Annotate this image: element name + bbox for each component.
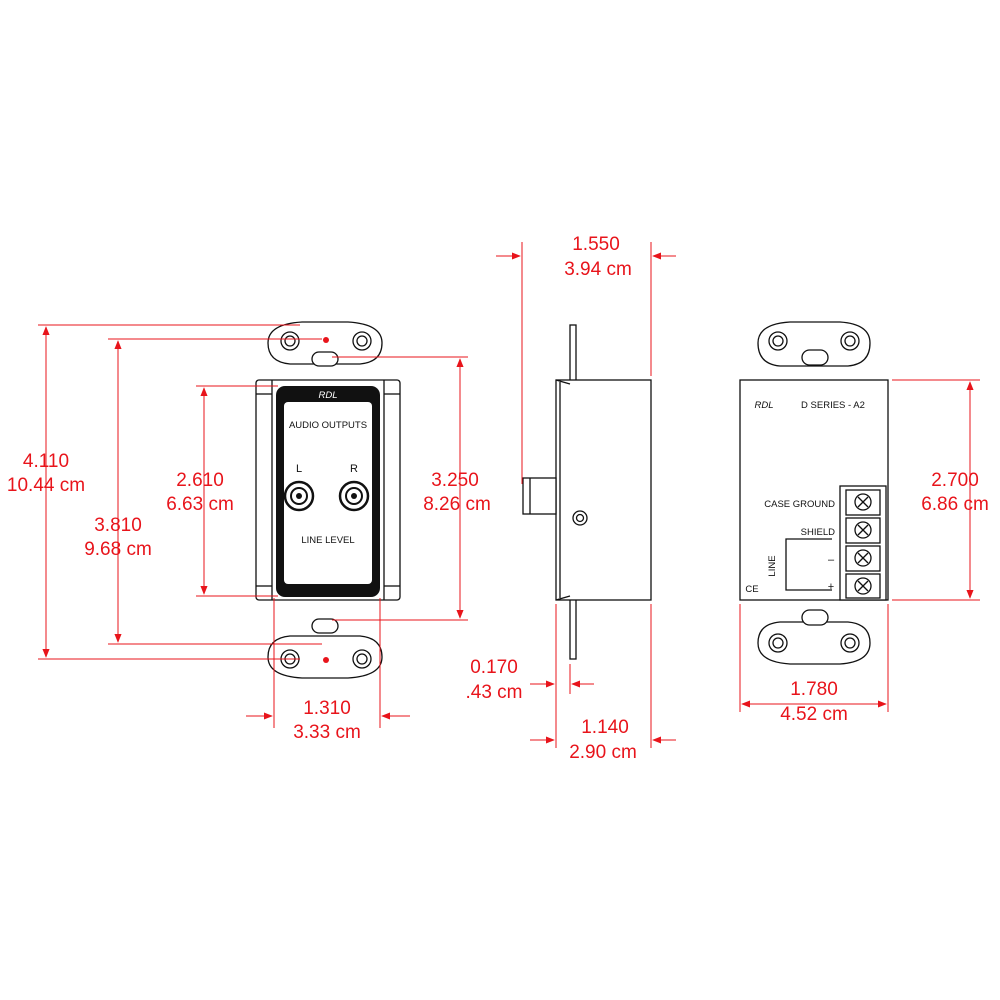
dim-bezel-height-cm: 6.63 cm [166,494,234,515]
dim-plate-thickness-in: 0.170 [470,657,518,678]
front-left-label: L [296,463,302,475]
dim-bezel-height-in: 2.610 [176,470,224,491]
dim-hole-spacing-cm: 9.68 cm [84,539,152,560]
rear-model: D SERIES - A2 [801,400,865,411]
dim-side-depth-in: 1.550 [572,234,620,255]
front-brand: RDL [318,390,337,401]
dim-rear-width-in: 1.780 [790,679,838,700]
dim-body-depth-cm: 2.90 cm [569,742,637,763]
rear-plus: + [828,581,834,593]
dim-bezel-width-cm: 3.33 cm [293,722,361,743]
rear-case-ground: CASE GROUND [764,499,835,510]
side-view [522,324,652,660]
front-view [255,321,401,679]
rear-minus: – [828,554,835,566]
rear-view [739,321,889,665]
rear-brand: RDL [754,400,773,411]
dim-overall-height-cm: 10.44 cm [7,475,85,496]
dim-hole-spacing-in: 3.810 [94,515,142,536]
rear-dimension-lines [739,379,980,712]
dim-overall-height-in: 4.110 [23,451,69,472]
dim-bezel-width-in: 1.310 [303,698,351,719]
dim-rear-height-in: 2.700 [931,470,979,491]
front-bottom-label: LINE LEVEL [301,535,354,546]
side-dimension-lines [496,242,676,748]
front-dimension-lines [38,324,468,728]
dim-rear-width-cm: 4.52 cm [780,704,848,725]
rear-line: LINE [767,555,778,576]
dim-body-depth-in: 1.140 [581,717,629,738]
dim-side-depth-cm: 3.94 cm [564,259,632,280]
rear-shield: SHIELD [801,527,835,538]
dim-body-height-in: 3.250 [431,470,479,491]
rear-ce-mark: CE [745,584,758,595]
dim-plate-thickness-cm: .43 cm [465,682,522,703]
front-title: AUDIO OUTPUTS [289,420,367,431]
dim-rear-height-cm: 6.86 cm [921,494,989,515]
front-right-label: R [350,463,358,475]
dim-body-height-cm: 8.26 cm [423,494,491,515]
